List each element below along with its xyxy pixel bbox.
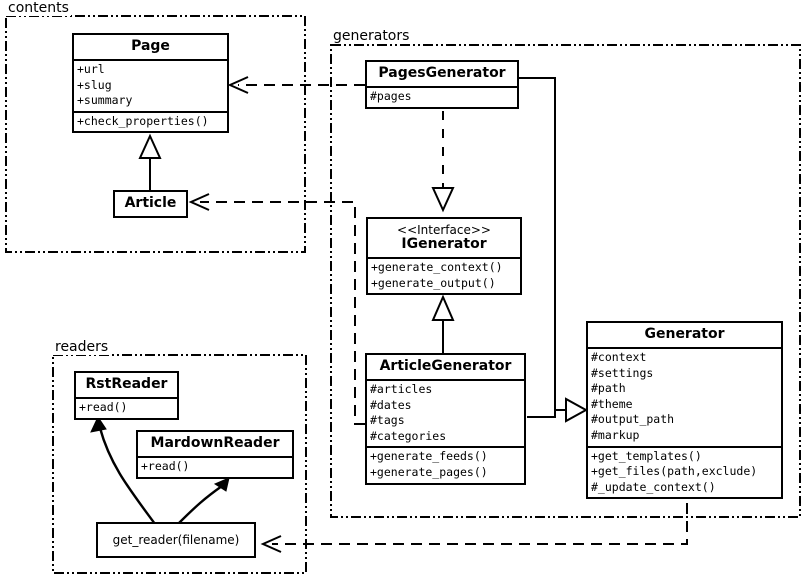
function-box-get-reader[interactable]: get_reader(filename) — [96, 522, 256, 558]
attribute-item: #path — [591, 381, 626, 396]
class-box-rstreader[interactable]: RstReader +read() — [74, 371, 179, 420]
class-box-articlegenerator[interactable]: ArticleGenerator #articles#dates#tags#ca… — [365, 353, 526, 485]
package-label-generators: generators — [331, 28, 412, 44]
class-attributes-generator: #context#settings#path#theme#output_path… — [588, 347, 781, 446]
call-getreader-mardownreader-line — [177, 485, 223, 525]
dependency-generator-getreader-line — [272, 503, 688, 545]
attribute-item: +slug — [77, 77, 112, 92]
attribute-item: #output_path — [591, 412, 675, 427]
class-operations-articlegenerator: +generate_feeds()+generate_pages() — [367, 446, 524, 482]
operation-item: +generate_pages() — [370, 464, 488, 479]
attribute-item: +url — [77, 62, 105, 76]
attribute-item: #settings — [591, 365, 654, 380]
class-box-generator[interactable]: Generator #context#settings#path#theme#o… — [586, 321, 783, 500]
generalization-articlegenerator-generator-line — [527, 410, 556, 418]
dependency-articlegenerator-article-arrowhead — [188, 193, 210, 211]
generalization-articlegenerator-igenerator-arrowhead — [431, 294, 455, 321]
class-attributes-pagesgenerator: #pages — [367, 86, 517, 107]
attribute-item: #articles — [370, 382, 433, 396]
realization-pagesgenerator-igenerator-arrowhead — [431, 187, 455, 213]
class-box-article[interactable]: Article — [113, 190, 188, 218]
class-name-article: Article — [124, 195, 177, 211]
attribute-item: #tags — [370, 413, 405, 428]
class-name-page: Page — [131, 38, 170, 54]
call-getreader-mardownreader-arrowhead — [213, 477, 230, 492]
attribute-item: #context — [591, 350, 647, 364]
operation-item: +read() — [79, 400, 128, 414]
generalization-pagesgenerator-generator-line — [519, 77, 568, 411]
function-label-get-reader: get_reader(filename) — [112, 533, 240, 547]
dependency-pagesgenerator-page-arrowhead — [227, 76, 249, 94]
package-label-contents: contents — [6, 0, 71, 16]
attribute-item: #categories — [370, 428, 447, 443]
package-label-readers: readers — [53, 339, 111, 355]
attribute-item: #dates — [370, 397, 412, 412]
dependency-articlegenerator-article-line — [200, 201, 365, 425]
operation-item: +generate_output() — [371, 275, 496, 290]
attribute-item: #pages — [370, 89, 412, 103]
class-box-pagesgenerator[interactable]: PagesGenerator #pages — [365, 60, 519, 109]
class-name-mardownreader: MardownReader — [150, 435, 280, 451]
call-getreader-rstreader-arrowhead — [90, 415, 107, 433]
operation-item: +get_templates() — [591, 448, 702, 463]
class-box-mardownreader[interactable]: MardownReader +read() — [136, 430, 294, 479]
call-getreader-rstreader-line — [98, 427, 156, 525]
package-border-contents — [5, 15, 306, 253]
class-operations-igenerator: +generate_context()+generate_output() — [368, 257, 520, 293]
operation-item: +generate_feeds() — [370, 449, 488, 464]
class-operations-page: +check_properties() — [74, 110, 227, 132]
class-box-igenerator[interactable]: <<Interface>> IGenerator +generate_conte… — [366, 217, 522, 296]
class-name-generator: Generator — [644, 326, 725, 342]
operation-item: +read() — [141, 459, 190, 473]
class-operations-mardownreader: +read() — [138, 456, 292, 477]
class-name-igenerator: <<Interface>> IGenerator — [368, 219, 520, 257]
class-attributes-page: +url+slug+summary — [74, 59, 227, 111]
class-attributes-articlegenerator: #articles#dates#tags#categories — [367, 379, 524, 446]
class-operations-generator: +get_templates()+get_files(path,exclude)… — [588, 445, 781, 498]
operation-item: +generate_context() — [371, 260, 503, 274]
class-operations-rstreader: +read() — [76, 397, 177, 418]
operation-item: #_update_context() — [591, 479, 716, 494]
class-name-articlegenerator: ArticleGenerator — [379, 358, 512, 374]
class-name-rstreader: RstReader — [85, 376, 168, 392]
class-stereotype-igenerator: <<Interface>> — [397, 223, 491, 237]
class-box-page[interactable]: Page +url+slug+summary +check_properties… — [72, 33, 229, 134]
operation-item: +get_files(path,exclude) — [591, 464, 758, 479]
generalization-article-page-arrowhead — [138, 133, 162, 159]
package-border-generators — [330, 44, 801, 518]
attribute-item: #markup — [591, 427, 640, 442]
package-border-readers — [52, 354, 307, 574]
class-name-text: IGenerator — [401, 236, 487, 252]
attribute-item: #theme — [591, 396, 633, 411]
dependency-generator-getreader-arrowhead — [260, 535, 282, 553]
class-name-pagesgenerator: PagesGenerator — [378, 65, 506, 81]
attribute-item: +summary — [77, 93, 133, 108]
operation-item: +check_properties() — [77, 113, 209, 128]
generalization-to-generator-arrowhead — [565, 397, 589, 423]
